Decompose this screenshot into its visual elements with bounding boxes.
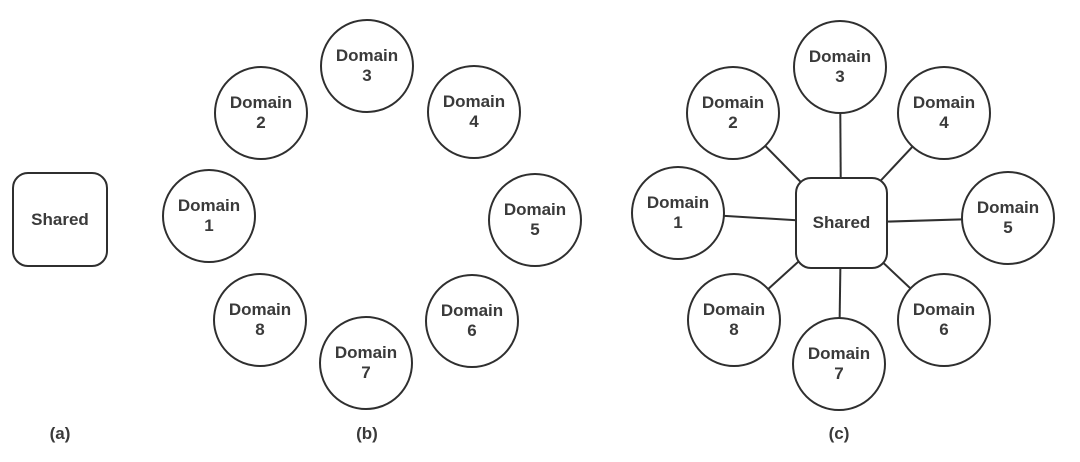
domain-name: Domain	[808, 47, 872, 66]
domain-name: Domain	[335, 46, 399, 65]
panel-c-domain-2-circle: Domain 2	[686, 66, 780, 160]
panel-c-domain-4-circle: Domain 4	[897, 66, 991, 160]
domain-name: Domain	[442, 92, 506, 111]
panel-c-caption: (c)	[828, 424, 850, 443]
panel-a-caption: (a)	[49, 424, 71, 443]
domain-name: Domain	[646, 193, 710, 212]
domain-name: Domain	[912, 93, 976, 112]
panel-b-domain-6-circle: Domain 6	[425, 274, 519, 368]
panel-c-shared-hub-box: Shared	[795, 177, 888, 269]
domain-number: 5	[1003, 218, 1013, 237]
panel-b-domain-4-circle: Domain 4	[427, 65, 521, 159]
domain-number: 8	[729, 320, 739, 339]
domain-number: 2	[256, 113, 266, 132]
domain-name: Domain	[229, 93, 293, 112]
domain-number: 1	[204, 216, 214, 235]
domain-name: Domain	[177, 196, 241, 215]
domain-name: Domain	[912, 300, 976, 319]
panel-c-domain-7-circle: Domain 7	[792, 317, 886, 411]
domain-number: 4	[939, 113, 949, 132]
domain-name: Domain	[701, 93, 765, 112]
domain-number: 3	[362, 66, 372, 85]
domain-name: Domain	[440, 301, 504, 320]
panel-b-domain-3-circle: Domain 3	[320, 19, 414, 113]
panel-b-domain-8-circle: Domain 8	[213, 273, 307, 367]
domain-name: Domain	[503, 200, 567, 219]
domain-name: Domain	[228, 300, 292, 319]
panel-c-shared-label: Shared	[812, 213, 871, 232]
panel-b-caption: (b)	[356, 424, 378, 443]
panel-a-shared-label: Shared	[31, 209, 89, 229]
panel-c-domain-1-circle: Domain 1	[631, 166, 725, 260]
panel-a-shared-box: Shared	[12, 172, 108, 267]
panel-b-domain-5-circle: Domain 5	[488, 173, 582, 267]
domain-number: 1	[673, 213, 683, 232]
domain-number: 3	[835, 67, 845, 86]
domain-name: Domain	[807, 344, 871, 363]
panel-c-domain-6-circle: Domain 6	[897, 273, 991, 367]
domain-name: Domain	[702, 300, 766, 319]
domain-number: 2	[728, 113, 738, 132]
domain-name: Domain	[334, 343, 398, 362]
panel-b-domain-2-circle: Domain 2	[214, 66, 308, 160]
domain-number: 8	[255, 320, 265, 339]
panel-b-domain-1-circle: Domain 1	[162, 169, 256, 263]
panel-c-domain-3-circle: Domain 3	[793, 20, 887, 114]
panel-b-domain-7-circle: Domain 7	[319, 316, 413, 410]
panel-c-domain-8-circle: Domain 8	[687, 273, 781, 367]
domain-name: Domain	[976, 198, 1040, 217]
domain-number: 7	[834, 364, 844, 383]
domain-number: 4	[469, 112, 479, 131]
domain-number: 6	[467, 321, 477, 340]
domain-number: 6	[939, 320, 949, 339]
panel-c-domain-5-circle: Domain 5	[961, 171, 1055, 265]
domain-number: 5	[530, 220, 540, 239]
domain-number: 7	[361, 363, 371, 382]
